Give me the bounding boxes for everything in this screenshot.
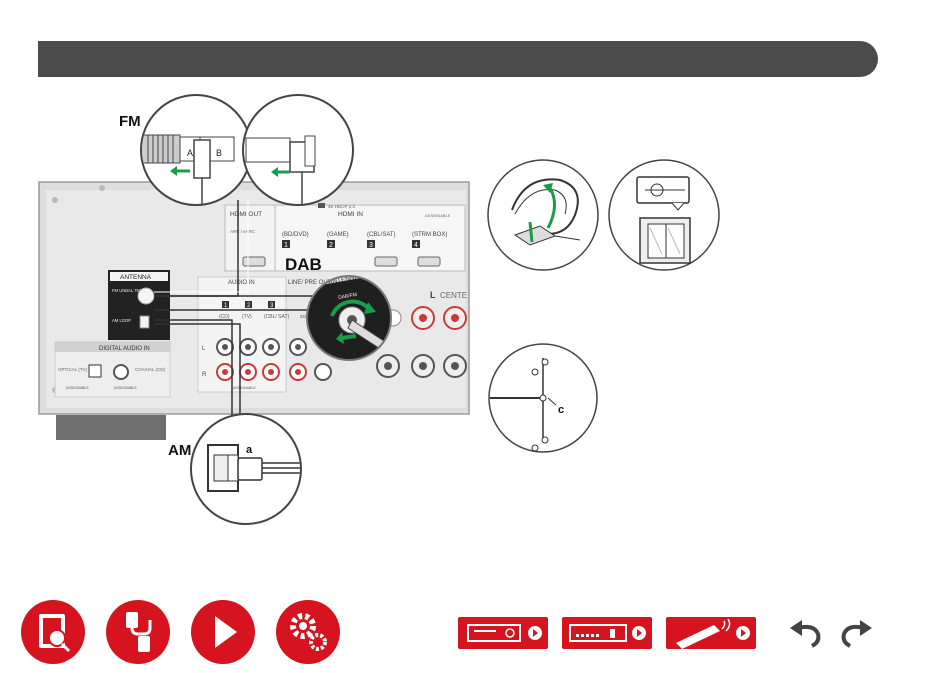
hdmi-assignable-label: ASSIGNABLE (425, 213, 451, 218)
line-pre-out-label: LINE/ PRE OUT (288, 280, 332, 286)
hdmi-in-label: HDMI IN (338, 211, 363, 218)
coaxial-assignable-label: ASSIGNABLE (114, 386, 137, 390)
digital-audio-in-label: DIGITAL AUDIO IN (99, 346, 150, 352)
coaxial-label: COAXIAL (CD) (135, 367, 166, 372)
audio-in-2-name: (TV) (242, 314, 252, 320)
hdmi-in-3-name: (CBL/SAT) (367, 232, 396, 238)
fm-callout-right (242, 94, 354, 206)
hdmi-in-4-name: (STRM BOX) (412, 232, 447, 238)
playback-button[interactable] (191, 600, 255, 664)
remote-button[interactable] (666, 617, 756, 649)
optical-assignable-label: ASSIGNABLE (66, 386, 89, 390)
hdmi-in-3-number: 3 (369, 242, 373, 249)
manual-icon (39, 614, 71, 653)
fm-label: FM (119, 113, 141, 130)
am-a-label: a (246, 444, 253, 456)
section-header-bar (38, 41, 878, 77)
dab-connection-callout: ANTENNA DAB/FM (306, 274, 392, 361)
hdmi-in-2-number: 2 (329, 242, 333, 249)
am-loop-antenna-callout (487, 159, 599, 271)
window-mount-callout (608, 159, 720, 271)
dab-label: DAB (285, 255, 322, 274)
rear-panel: HDMI OUT ARC / eARC 4K HDCP 2.3 HDMI IN … (38, 181, 470, 440)
am-label: AM (168, 442, 191, 459)
antenna-element-callout: c (488, 343, 598, 453)
audio-in-3-name: (CBL/ SAT) (264, 314, 290, 320)
optical-label: OPTICAL (TV) (58, 367, 88, 372)
audio-in-label: AUDIO IN (228, 280, 255, 286)
hdmi-in-1-number: 1 (284, 242, 288, 249)
antenna-connection-diagram: HDMI OUT ARC / eARC 4K HDCP 2.3 HDMI IN … (38, 94, 720, 525)
connection-lines (154, 200, 316, 420)
redo-icon[interactable] (834, 618, 874, 648)
antenna-label: ANTENNA (120, 274, 152, 281)
am-loop-label: AM LOOP (112, 318, 131, 323)
hdmi-badge-bg (318, 203, 325, 208)
settings-icon (290, 613, 327, 651)
cable-icon (126, 612, 152, 652)
rear-panel-icon (569, 624, 646, 642)
fm-unbal-label: FM UNBAL 75Ω (112, 288, 142, 293)
audio-in-1-number: 1 (224, 303, 228, 309)
hdmi-in-4-number: 4 (414, 242, 418, 249)
front-panel-button[interactable] (458, 617, 548, 649)
antenna-c-label: c (558, 404, 564, 416)
hdmi-in-2-name: (GAME) (327, 232, 349, 238)
audio-in-3-number: 3 (270, 303, 274, 309)
speaker-center-label: CENTE (440, 291, 467, 300)
hdmi-arc-label: ARC / eARC (230, 229, 256, 234)
hdmi-badge-label: 4K HDCP 2.3 (328, 204, 355, 209)
fm-b-label: B (216, 148, 222, 158)
audio-l-label: L (202, 346, 206, 352)
dab-fm-label: DAB/FM (338, 292, 358, 301)
speaker-l-label: L (430, 290, 436, 300)
audio-in-2-number: 2 (247, 303, 251, 309)
audio-in-1-name: (CD) (219, 314, 230, 320)
receiver-icon (467, 624, 542, 642)
audio-r-label: R (202, 372, 207, 378)
setup-button[interactable] (276, 600, 340, 664)
rear-panel-button[interactable] (562, 617, 652, 649)
manual-button[interactable] (21, 600, 85, 664)
hdmi-in-1-name: (BD/DVD) (282, 232, 309, 238)
connections-button[interactable] (106, 600, 170, 664)
dab-antenna-label: ANTENNA (328, 274, 360, 286)
fm-callout-left: A B (140, 94, 252, 206)
remote-icon (676, 618, 750, 649)
fm-a-label: A (187, 148, 193, 158)
undo-icon[interactable] (788, 618, 828, 648)
play-icon (215, 616, 237, 648)
am-callout: a (190, 413, 302, 525)
audio-assignable-label: ASSIGNABLE (233, 386, 256, 390)
hdmi-out-label: HDMI OUT (230, 211, 262, 218)
